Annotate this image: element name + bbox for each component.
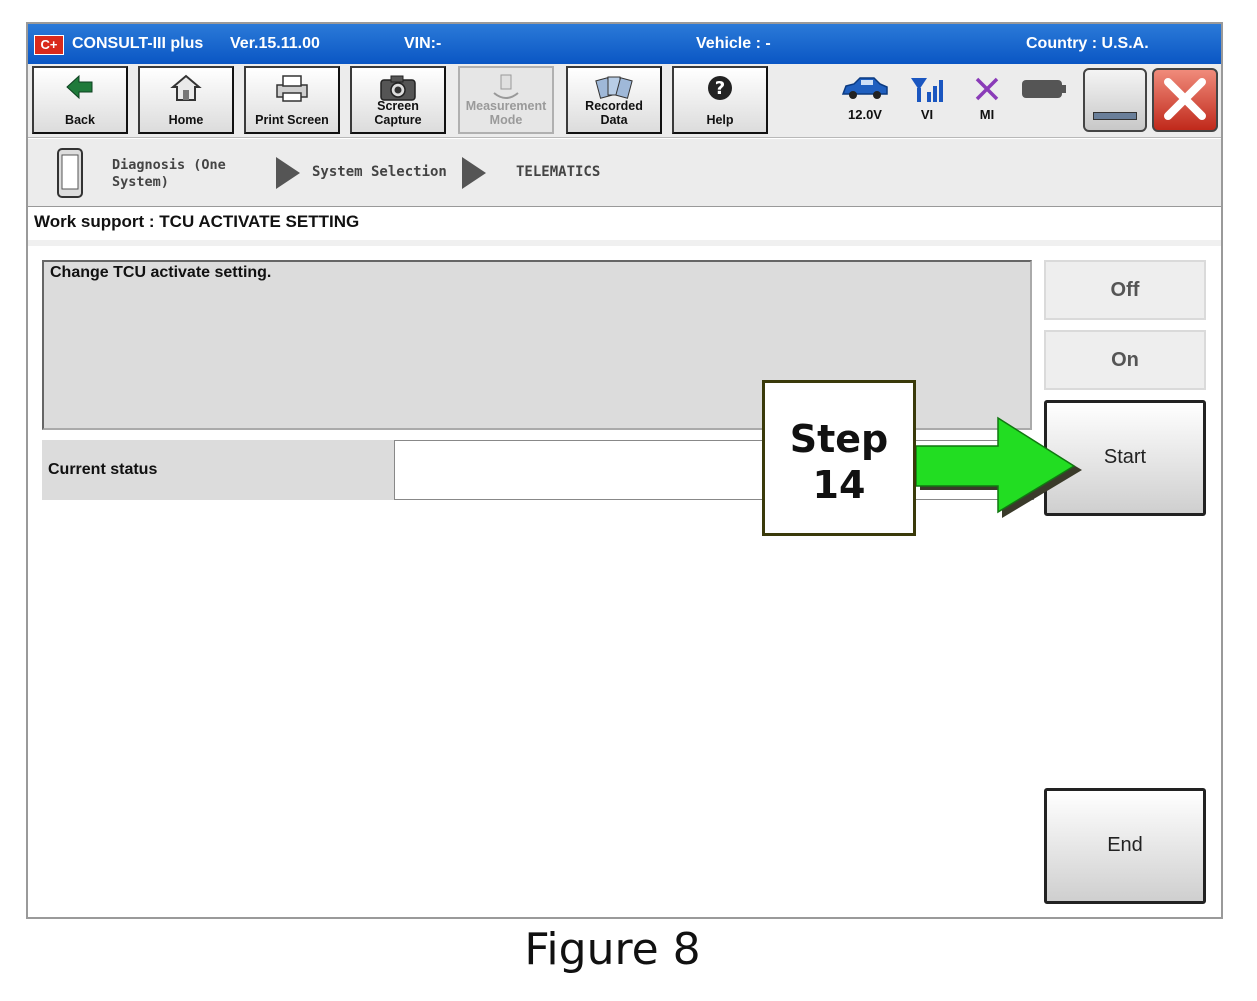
step-label: Step — [789, 417, 889, 461]
close-icon — [1164, 78, 1206, 120]
help-icon: ? — [674, 73, 766, 105]
breadcrumb-item-telematics: TELEMATICS — [516, 164, 601, 180]
breadcrumb-arrow-icon — [462, 157, 486, 189]
connection-status — [1018, 70, 1068, 130]
current-status-label: Current status — [42, 440, 394, 500]
minimize-icon — [1093, 112, 1137, 120]
breadcrumb-arrow-icon — [276, 157, 300, 189]
app-window: C+ CONSULT-III plus Ver.15.11.00 VIN:- V… — [26, 22, 1223, 919]
country-label: Country : U.S.A. — [1026, 35, 1149, 52]
divider — [28, 240, 1221, 246]
app-logo: C+ — [34, 35, 64, 55]
back-arrow-icon — [34, 73, 126, 105]
measurement-mode-button[interactable]: Measurement Mode — [458, 66, 554, 134]
description-text: Change TCU activate setting. — [50, 264, 272, 281]
title-bar: C+ CONSULT-III plus Ver.15.11.00 VIN:- V… — [28, 24, 1221, 64]
page-title: Work support : TCU ACTIVATE SETTING — [34, 212, 360, 231]
on-button[interactable]: On — [1044, 330, 1206, 390]
measurement-icon — [460, 73, 552, 105]
close-button[interactable] — [1152, 68, 1218, 132]
battery-status: 12.0V — [840, 70, 890, 130]
breadcrumb: Diagnosis (One System) System Selection … — [28, 139, 1221, 207]
home-icon — [140, 73, 232, 105]
print-screen-button[interactable]: Print Screen — [244, 66, 340, 134]
back-button[interactable]: Back — [32, 66, 128, 134]
step-number: 14 — [812, 463, 866, 507]
home-button[interactable]: Home — [138, 66, 234, 134]
toolbar: Back Home Print Screen Screen Capture Me… — [28, 64, 1221, 138]
app-name: CONSULT-III plus — [72, 35, 204, 52]
step-arrow-icon — [915, 416, 1082, 518]
breadcrumb-item-diagnosis[interactable]: Diagnosis (One System) — [112, 157, 226, 190]
vin-label: VIN:- — [404, 35, 442, 52]
app-version: Ver.15.11.00 — [230, 35, 320, 52]
screen-capture-button[interactable]: Screen Capture — [350, 66, 446, 134]
recorded-data-icon — [568, 73, 660, 105]
recorded-data-button[interactable]: Recorded Data — [566, 66, 662, 134]
help-button[interactable]: ? Help — [672, 66, 768, 134]
car-icon — [840, 74, 890, 104]
minimize-button[interactable] — [1083, 68, 1147, 132]
signal-icon — [902, 74, 952, 104]
vehicle-label: Vehicle : - — [696, 35, 771, 52]
ecu-device-icon — [56, 147, 84, 204]
off-button[interactable]: Off — [1044, 260, 1206, 320]
mi-cross-icon — [962, 74, 1012, 104]
printer-icon — [246, 73, 338, 105]
step-callout: Step 14 — [762, 380, 916, 536]
vi-status: VI — [902, 70, 952, 130]
figure-caption: Figure 8 — [524, 924, 701, 975]
breadcrumb-item-system-selection[interactable]: System Selection — [312, 164, 447, 180]
connector-icon — [1018, 74, 1068, 104]
start-button[interactable]: Start — [1044, 400, 1206, 516]
mi-status: MI — [962, 70, 1012, 130]
camera-icon — [352, 73, 444, 105]
svg-text:?: ? — [715, 78, 725, 99]
end-button[interactable]: End — [1044, 788, 1206, 904]
